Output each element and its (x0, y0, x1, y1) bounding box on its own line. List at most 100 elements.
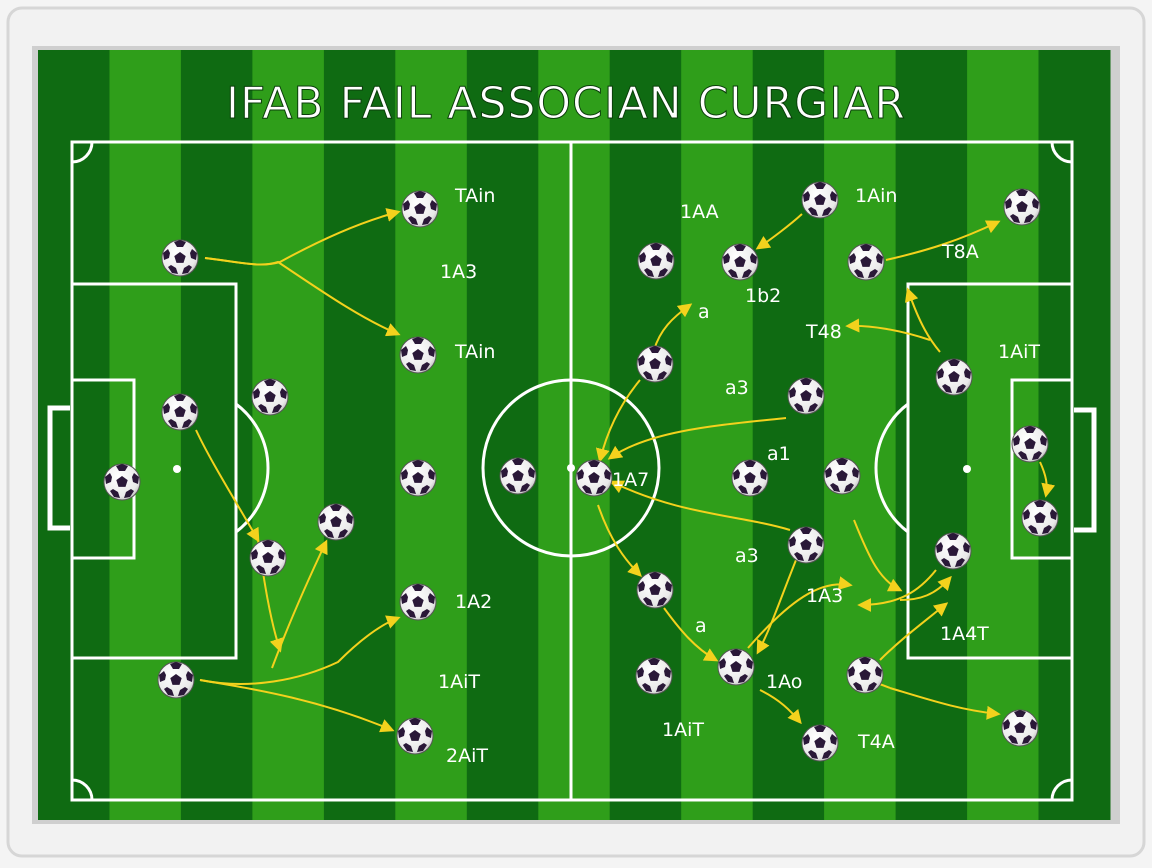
player-marker[interactable] (399, 583, 437, 621)
goals (47, 405, 1097, 533)
player-marker[interactable] (399, 459, 437, 497)
player-labels: TAin 1A3 TAin 1A2 1AiT 2AiT 1AA 1Ain T8A… (438, 185, 1040, 767)
player-marker[interactable] (161, 239, 199, 277)
player-label: a (698, 301, 710, 323)
player-label: a3 (725, 377, 749, 399)
arrow (857, 569, 937, 612)
arrow (195, 429, 260, 543)
arrow (204, 257, 401, 337)
left-penalty-arc (235, 402, 270, 534)
player-marker[interactable] (1003, 188, 1041, 226)
player-marker[interactable] (161, 393, 199, 431)
arrow (889, 687, 1001, 720)
left-goal (47, 405, 70, 531)
pitch-stripe (180, 50, 253, 820)
player-label: T4A (857, 731, 895, 753)
player-marker[interactable] (721, 243, 759, 281)
player-marker[interactable] (249, 539, 287, 577)
pitch-stripe (466, 50, 539, 820)
player-marker[interactable] (847, 243, 885, 281)
right-goal (1074, 407, 1097, 533)
right-penalty-arc (874, 402, 909, 534)
arrow (885, 220, 1001, 261)
pitch-stripe (395, 50, 468, 820)
player-marker[interactable] (636, 571, 674, 609)
pitch-stripe (609, 50, 682, 820)
player-marker[interactable] (103, 463, 141, 501)
center-spot (567, 464, 575, 472)
arrow (853, 519, 903, 592)
corner-arc-bl (71, 778, 94, 801)
player-marker[interactable] (251, 378, 289, 416)
pitch-stripe (252, 50, 325, 820)
board-title: IFAB FAIL ASSOCIAN CURGIAR (226, 78, 906, 129)
pitch-stripe (752, 50, 825, 820)
arrow (595, 379, 641, 463)
player-label: 1Ain (855, 185, 897, 207)
player-marker[interactable] (157, 661, 195, 699)
arrow (1039, 461, 1056, 498)
player-marker[interactable] (787, 526, 825, 564)
player-label: a3 (735, 545, 759, 567)
arrow (755, 213, 803, 250)
pitch-stripe (824, 50, 897, 820)
player-label: T48 (805, 321, 842, 343)
pitch-stripe (681, 50, 754, 820)
player-marker[interactable] (787, 377, 825, 415)
arrow (653, 303, 693, 351)
player-marker[interactable] (1011, 425, 1049, 463)
player-marker[interactable] (499, 457, 537, 495)
arrow (609, 480, 791, 531)
player-label: 1A2 (455, 591, 492, 613)
arrow (905, 287, 941, 353)
player-label: 1Ao (766, 671, 802, 693)
player-label: a1 (767, 443, 791, 465)
player-markers (103, 181, 1059, 762)
arrow (747, 576, 853, 649)
player-label: 1AiT (998, 341, 1040, 363)
arrow (271, 539, 328, 669)
pitch-stripe (538, 50, 611, 820)
player-marker[interactable] (575, 459, 613, 497)
player-label: 1A3 (440, 261, 477, 283)
player-marker[interactable] (934, 532, 972, 570)
player-label: a (695, 615, 707, 637)
player-marker[interactable] (823, 457, 861, 495)
corner-arc-br (1050, 778, 1073, 801)
player-marker[interactable] (636, 345, 674, 383)
player-label: 1AiT (662, 719, 704, 741)
player-marker[interactable] (717, 648, 755, 686)
player-marker[interactable] (846, 656, 884, 694)
player-marker[interactable] (635, 657, 673, 695)
player-marker[interactable] (801, 181, 839, 219)
player-marker[interactable] (731, 459, 769, 497)
player-label: 2AiT (446, 745, 488, 767)
player-marker[interactable] (1001, 709, 1039, 747)
arrow (597, 504, 642, 577)
player-marker[interactable] (935, 358, 973, 396)
player-label: 1b2 (745, 285, 781, 307)
player-marker[interactable] (637, 242, 675, 280)
player-label: 1AA (680, 201, 719, 223)
player-label: T8A (941, 241, 979, 263)
player-marker[interactable] (317, 503, 355, 541)
player-label: 1A7 (612, 469, 649, 491)
corner-arc-tr (1050, 141, 1073, 164)
corner-arc-tl (71, 141, 94, 164)
arrow (607, 417, 787, 460)
pitch-stripe (1038, 50, 1111, 820)
pitch-lines (70, 140, 1074, 802)
arrow (899, 575, 952, 601)
player-label: TAin (454, 341, 495, 363)
player-marker[interactable] (401, 190, 439, 228)
left-penalty-spot (173, 465, 181, 473)
player-marker[interactable] (396, 717, 434, 755)
player-label: 1AiT (438, 671, 480, 693)
player-label: 1A3 (806, 585, 843, 607)
center-circle (481, 378, 661, 558)
player-label: TAin (454, 185, 495, 207)
player-marker[interactable] (399, 336, 437, 374)
right-goal-box (1010, 378, 1074, 560)
player-marker[interactable] (801, 724, 839, 762)
player-marker[interactable] (1021, 499, 1059, 537)
